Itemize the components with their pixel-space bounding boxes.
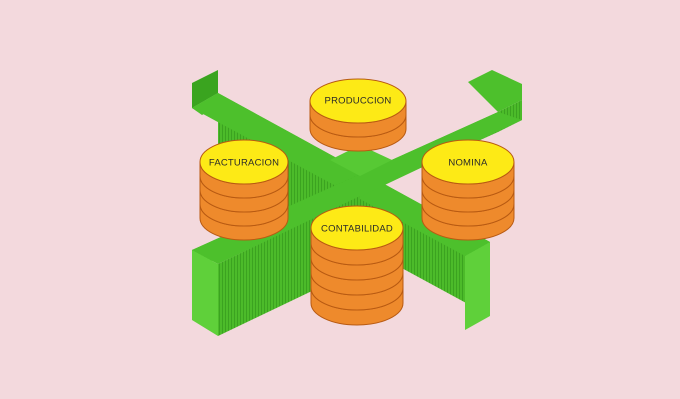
stack-labels: PRODUCCION FACTURACION NOMINA CONTABILID… bbox=[209, 96, 488, 235]
disk-top-contabilidad bbox=[310, 205, 404, 251]
label-nomina: NOMINA bbox=[448, 158, 488, 169]
stack-nomina bbox=[421, 139, 515, 241]
label-facturacion: FACTURACION bbox=[209, 158, 279, 169]
disk-stacks bbox=[199, 78, 515, 326]
disk-top-facturacion bbox=[199, 139, 289, 185]
wall-crossing bbox=[330, 145, 392, 176]
stack-facturacion bbox=[199, 139, 289, 241]
label-contabilidad: CONTABILIDAD bbox=[321, 224, 393, 235]
label-produccion: PRODUCCION bbox=[325, 96, 392, 107]
disk-top-produccion bbox=[309, 78, 407, 124]
stack-contabilidad bbox=[310, 205, 404, 326]
disk-top-nomina bbox=[421, 139, 515, 185]
stack-produccion bbox=[309, 78, 407, 152]
